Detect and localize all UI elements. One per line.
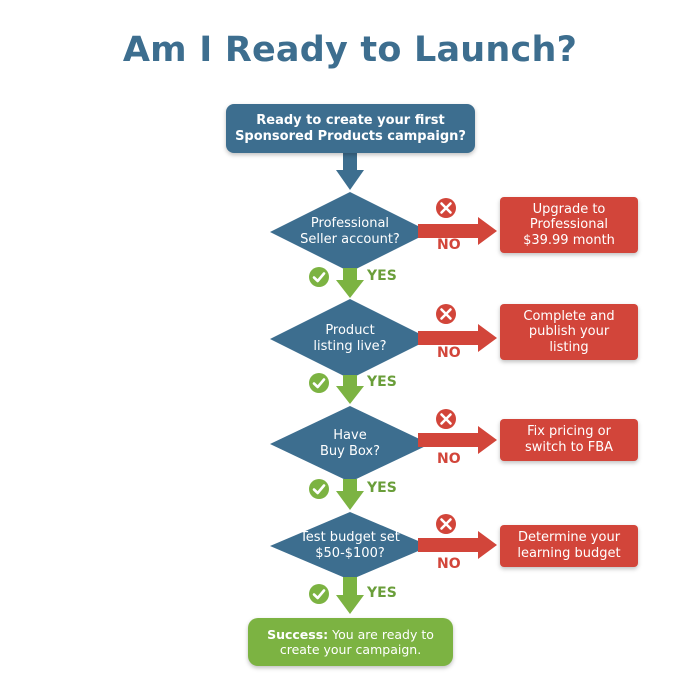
question-text-line: $50-$100? (315, 546, 385, 561)
decision-question-4: Test budget set $50-$100? (280, 524, 420, 568)
x-circle-icon (436, 198, 456, 218)
no-label: NO (437, 237, 461, 253)
action-text-line: Professional (529, 217, 609, 233)
decision-diamond-2 (270, 299, 430, 379)
x-circle-icon (436, 304, 456, 324)
question-text-line: listing live? (313, 339, 387, 354)
decision-question-2: Product listing live? (280, 317, 420, 361)
question-text-line: Seller account? (300, 232, 400, 247)
decision-diamond-1 (270, 192, 430, 272)
yes-label: YES (367, 374, 397, 390)
start-text-line: Ready to create your first (256, 112, 445, 128)
decision-diamond-3 (270, 406, 430, 482)
success-lead: Success: (267, 627, 329, 642)
success-box: Success: You are ready to create your ca… (248, 618, 453, 666)
check-circle-icon (309, 373, 329, 393)
action-text-line: Fix pricing or (527, 424, 611, 440)
action-text-line: $39.99 month (523, 232, 615, 248)
no-arrow-icon (418, 324, 497, 352)
question-text-line: Professional (310, 216, 390, 232)
no-arrow-icon (418, 217, 497, 245)
decision-question-1: Professional Seller account? (280, 210, 420, 254)
x-circle-icon (436, 514, 456, 534)
check-circle-icon (309, 584, 329, 604)
action-text-line: Upgrade to (532, 201, 606, 217)
action-text-line: learning budget (517, 546, 621, 561)
decision-question-3: Have Buy Box? (280, 422, 420, 466)
yes-label: YES (367, 585, 397, 601)
action-box-budget: Determine your learning budget (500, 525, 638, 567)
action-text-line: Determine your (517, 530, 621, 546)
action-text-line: Complete and (523, 308, 615, 324)
action-text-line: switch to FBA (524, 440, 614, 455)
check-circle-icon (309, 479, 329, 499)
no-label: NO (437, 451, 461, 467)
start-text-line: Sponsored Products campaign? (235, 128, 466, 144)
no-arrow-icon (418, 531, 497, 559)
yes-label: YES (367, 480, 397, 496)
no-label: NO (437, 345, 461, 361)
question-text-line: Product (325, 323, 375, 339)
question-text-line: Buy Box? (319, 444, 381, 459)
check-circle-icon (309, 267, 329, 287)
yes-arrow-icon (336, 375, 364, 404)
yes-arrow-icon (336, 577, 364, 614)
question-text-line: Test budget set (300, 530, 400, 546)
success-text: You are ready to (328, 627, 434, 642)
success-text-line: Success: You are ready to (267, 627, 434, 642)
action-box-upgrade: Upgrade to Professional $39.99 month (500, 197, 638, 253)
yes-label: YES (367, 268, 397, 284)
question-text-line: Have (333, 428, 367, 444)
page-title: Am I Ready to Launch? (122, 30, 578, 70)
action-text-line: listing (549, 339, 589, 355)
success-text-line: create your campaign. (279, 642, 422, 657)
start-box: Ready to create your first Sponsored Pro… (226, 104, 475, 153)
action-text-line: publish your (528, 324, 610, 340)
no-arrow-icon (418, 426, 497, 454)
decision-diamond-4 (270, 512, 430, 580)
no-label: NO (437, 556, 461, 572)
yes-arrow-icon (336, 268, 364, 298)
start-arrow-icon (336, 153, 364, 190)
action-box-fix-pricing: Fix pricing or switch to FBA (500, 419, 638, 461)
yes-arrow-icon (336, 479, 364, 510)
action-box-publish-listing: Complete and publish your listing (500, 304, 638, 360)
x-circle-icon (436, 409, 456, 429)
